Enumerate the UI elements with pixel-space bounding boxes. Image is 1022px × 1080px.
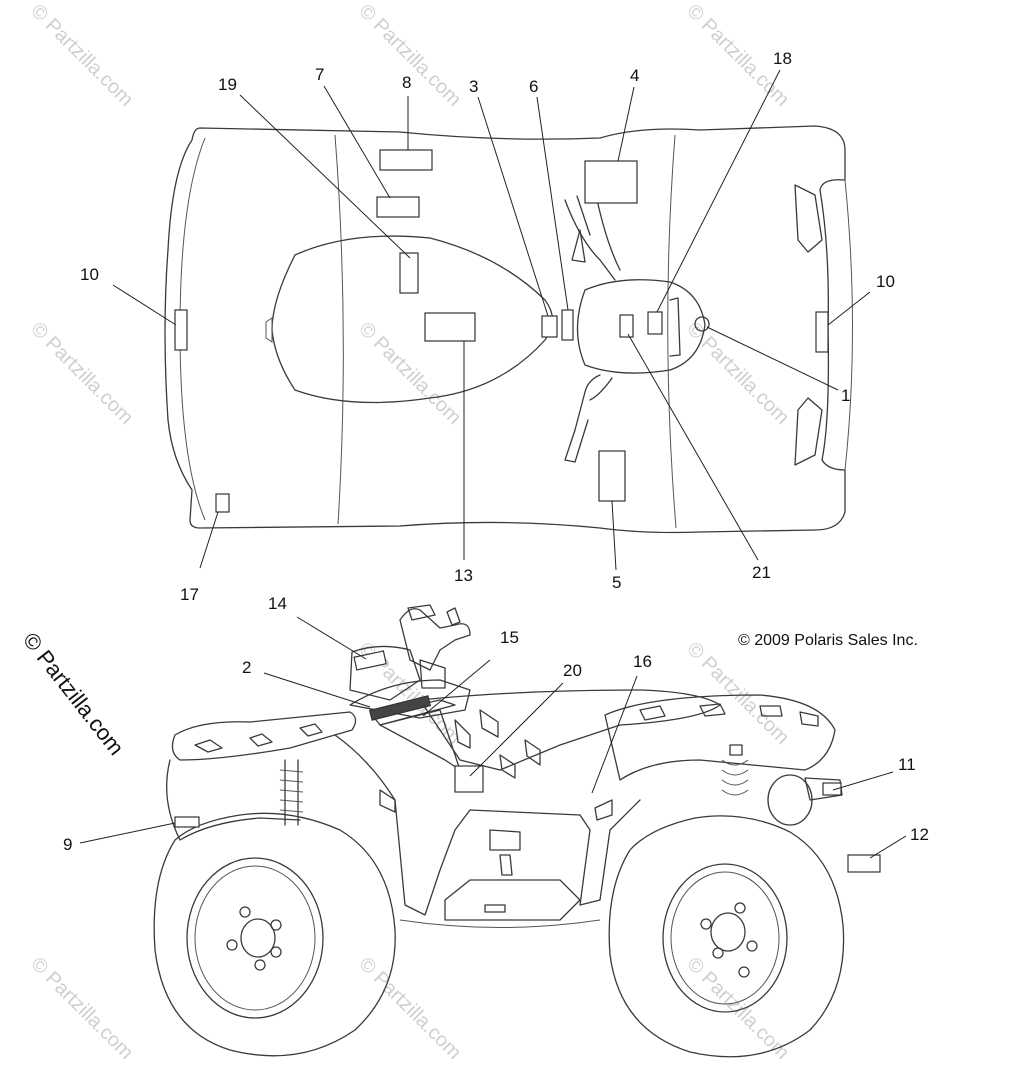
decal-12 (847, 854, 881, 873)
top-view (112, 69, 871, 571)
callout-8: 8 (402, 73, 411, 92)
decal-18 (647, 311, 663, 335)
watermark-side: © Partzilla.com (18, 628, 129, 760)
callout-1: 1 (841, 386, 850, 405)
callout-5: 5 (612, 573, 621, 592)
seat-outline (271, 235, 554, 404)
seat-side-outline (419, 689, 721, 771)
decal-14 (353, 650, 387, 671)
top-view-outline (164, 125, 846, 534)
callout-11: 11 (898, 755, 916, 774)
decal-10-front (815, 311, 829, 353)
decal-2 (368, 695, 432, 721)
callout-17: 17 (180, 585, 199, 604)
callout-21: 21 (752, 563, 771, 582)
decal-5 (598, 450, 626, 502)
decal-9 (174, 816, 200, 828)
watermark: © Partzilla.com (682, 953, 793, 1064)
decal-21 (619, 314, 634, 338)
decal-11 (822, 782, 842, 796)
decal-19 (399, 252, 419, 294)
callout-15: 15 (500, 628, 519, 647)
watermark: © Partzilla.com (354, 953, 465, 1064)
callout-3: 3 (469, 77, 478, 96)
fuel-tank-outline (576, 279, 706, 374)
callout-16: 16 (633, 652, 652, 671)
decal-3 (541, 315, 558, 338)
rear-wheel (153, 812, 396, 1057)
callout-12: 12 (910, 825, 929, 844)
decal-10-rear (174, 309, 188, 351)
callout-18: 18 (773, 49, 792, 68)
watermark: © Partzilla.com (26, 0, 137, 111)
copyright-notice: © 2009 Polaris Sales Inc. (738, 632, 918, 649)
callout-10-front: 10 (876, 272, 895, 291)
callout-2: 2 (242, 658, 251, 677)
callout-labels: 1 2 3 4 5 6 7 8 9 10 10 11 12 13 14 15 1… (63, 49, 929, 854)
decal-13 (424, 312, 476, 342)
watermark: © Partzilla.com (354, 0, 465, 111)
callout-14: 14 (268, 594, 287, 613)
decal-8 (379, 149, 433, 171)
callout-13: 13 (454, 566, 473, 585)
watermark: © Partzilla.com (26, 953, 137, 1064)
watermark: © Partzilla.com (26, 318, 137, 429)
decal-6 (561, 309, 574, 341)
callout-6: 6 (529, 77, 538, 96)
decal-4 (584, 160, 638, 204)
decal-7 (376, 196, 420, 218)
front-wheel (608, 815, 845, 1058)
decal-20 (454, 765, 484, 793)
callout-4: 4 (630, 66, 639, 85)
decal-17 (215, 493, 230, 513)
watermark: © Partzilla.com (682, 638, 793, 749)
callout-9: 9 (63, 835, 72, 854)
side-view (79, 604, 907, 1058)
callout-19: 19 (218, 75, 237, 94)
watermark: © Partzilla.com (682, 318, 793, 429)
callout-10-rear: 10 (80, 265, 99, 284)
callout-20: 20 (563, 661, 582, 680)
callout-7: 7 (315, 65, 324, 84)
